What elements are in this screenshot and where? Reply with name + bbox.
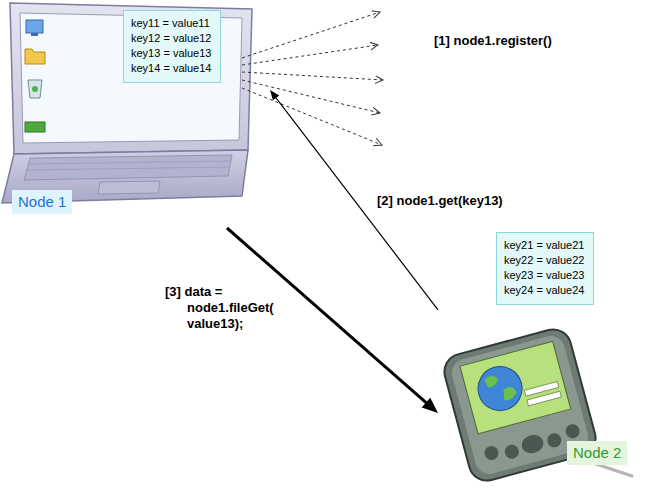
broadcast-arrows bbox=[242, 12, 383, 145]
key-value-pair: key14 = value14 bbox=[131, 61, 211, 76]
connector-line bbox=[227, 228, 428, 405]
key-value-pair: key24 = value24 bbox=[504, 283, 584, 298]
key-value-box: key11 = value11key12 = value12key13 = va… bbox=[123, 10, 221, 83]
edge-label: [2] node1.get(key13) bbox=[375, 192, 505, 210]
key-value-pair: key23 = value23 bbox=[504, 268, 584, 283]
node-name: Node 2 bbox=[567, 441, 627, 465]
step-label: [1] node1.register() bbox=[432, 32, 554, 50]
laptop-node: Node 1key11 = value11key12 = value12key1… bbox=[0, 0, 270, 228]
key-value-pair: key12 = value12 bbox=[131, 31, 211, 46]
edge-label: [3] data = node1.fileGet( value13); bbox=[163, 283, 291, 333]
key-value-pair: key21 = value21 bbox=[504, 238, 584, 253]
arrowhead bbox=[422, 398, 438, 413]
laptop-illustration bbox=[2, 3, 252, 203]
key-value-box: key21 = value21key22 = value22key23 = va… bbox=[496, 232, 594, 305]
key-value-pair: key22 = value22 bbox=[504, 253, 584, 268]
pda-node: Node 2key21 = value21key22 = value22key2… bbox=[438, 226, 650, 488]
connector-arrow bbox=[227, 228, 438, 413]
key-value-pair: key11 = value11 bbox=[131, 16, 211, 31]
key-value-pair: key13 = value13 bbox=[131, 46, 211, 61]
arrowhead bbox=[270, 90, 279, 100]
node-name: Node 1 bbox=[12, 190, 72, 214]
